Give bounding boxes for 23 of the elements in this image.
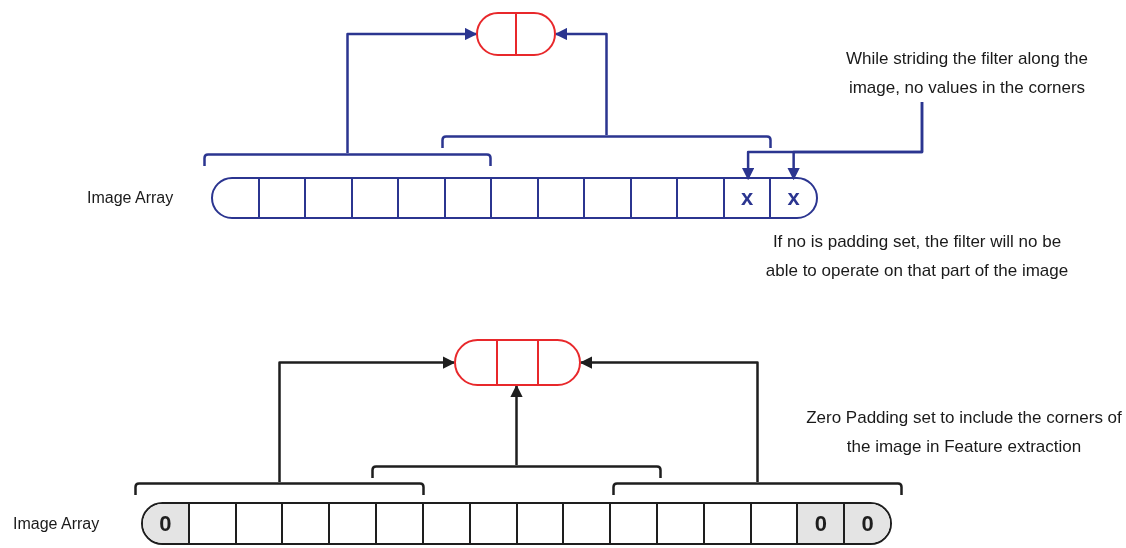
bracket: [134, 482, 425, 495]
array-cell: 0: [798, 504, 846, 543]
bracket: [371, 465, 662, 478]
bracket: [612, 482, 903, 495]
output-pill: [454, 339, 581, 386]
arrow: [787, 102, 924, 181]
output-pill: [476, 12, 556, 56]
arrow: [278, 356, 456, 482]
bracket: [203, 153, 492, 166]
arrow: [510, 384, 523, 465]
array-cell: x: [724, 179, 772, 217]
array-cell: 0: [143, 504, 190, 543]
array-label: Image Array: [13, 514, 100, 533]
arrow: [554, 27, 608, 135]
annotation-text: While striding the filter along the image, no values in the corners: [842, 44, 1092, 102]
array-label: Image Array: [87, 189, 174, 207]
array-cell: x: [771, 179, 816, 217]
note-text: Zero Padding set to include the corners of the image in Feature extraction: [806, 407, 1122, 458]
array-cell: 0: [845, 504, 890, 543]
note-text: If no is padding set, the filter will no be able to operate on that part of the image: [764, 231, 1070, 282]
arrow: [346, 27, 478, 153]
bracket: [441, 135, 772, 148]
arrow: [579, 356, 759, 482]
